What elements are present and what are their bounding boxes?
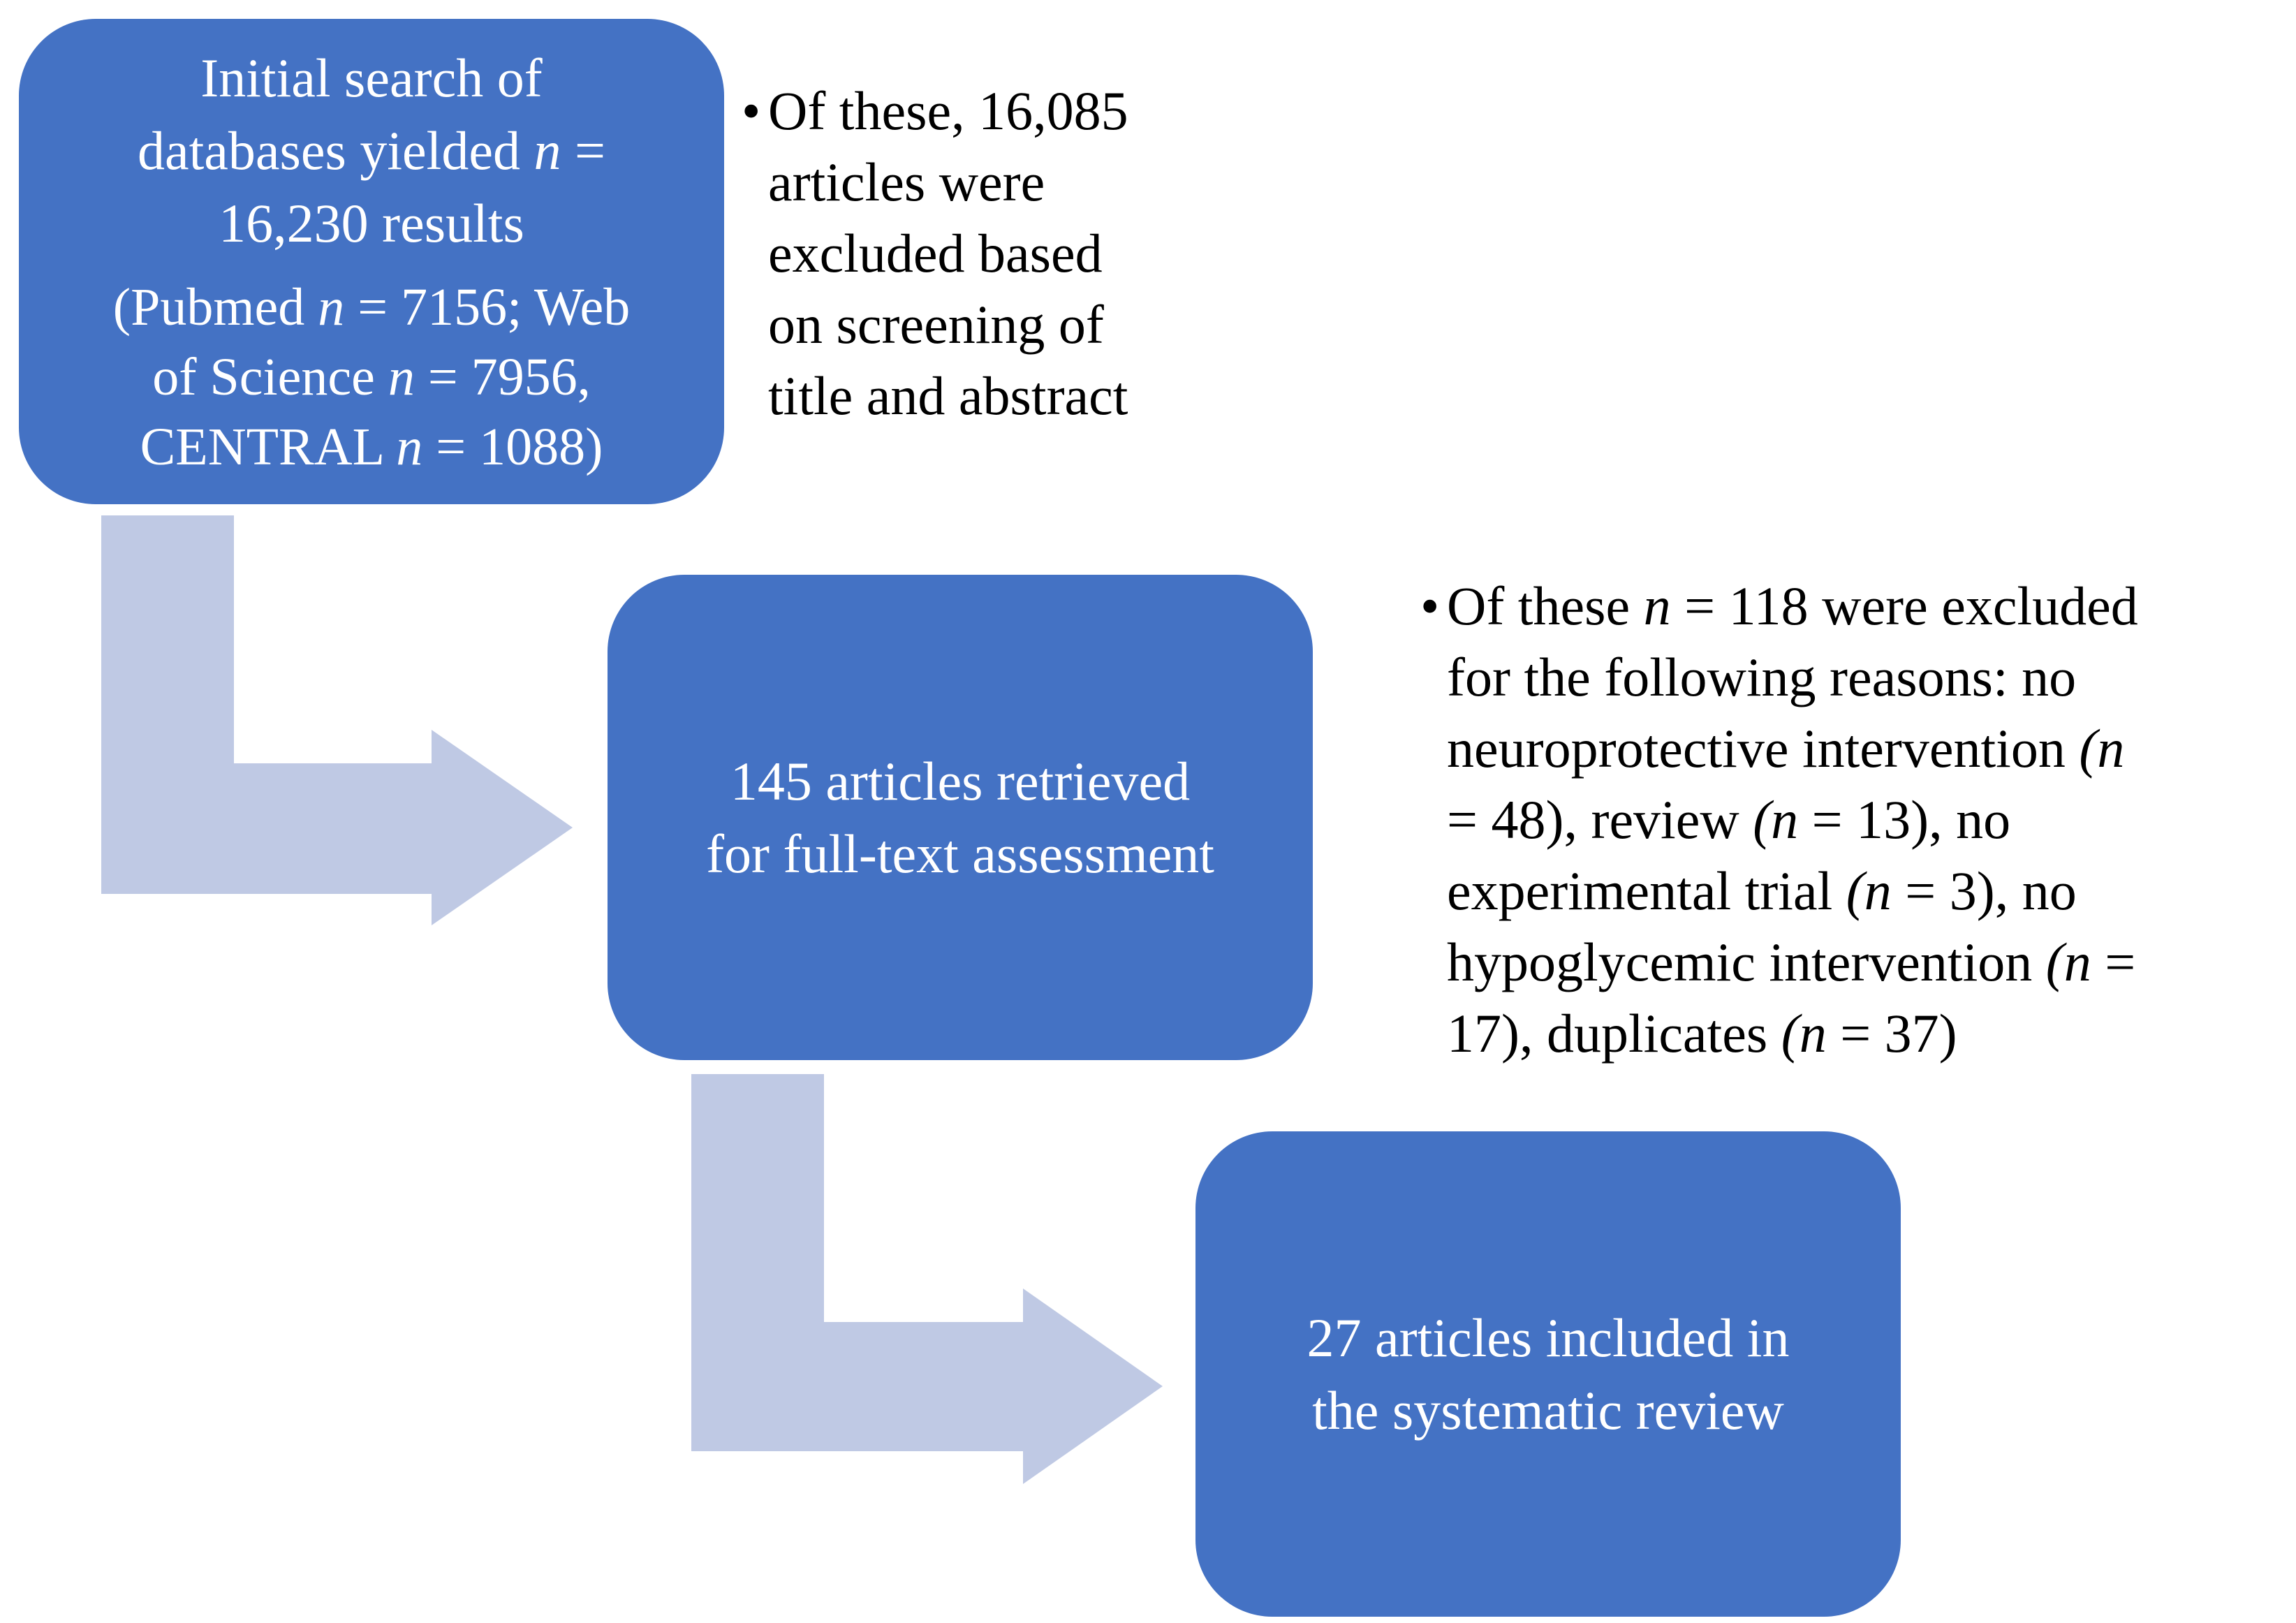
bullet: •	[742, 80, 761, 141]
included-articles-box: 27 articles included in the systematic r…	[1195, 1131, 1901, 1617]
bent-arrow-shape-1	[101, 515, 573, 925]
initial-search-summary: Initial search of databases yielded n = …	[138, 47, 605, 254]
full-text-assessment-label: 145 articles retrieved for full-text ass…	[706, 750, 1214, 884]
bent-arrow-shape-2	[691, 1074, 1163, 1484]
exclusion-note-screening: • Of these, 16,085 articles were exclude…	[742, 75, 1243, 432]
full-text-assessment-box: 145 articles retrieved for full-text ass…	[608, 575, 1313, 1060]
exclusion-note-full-text: • Of these n = 118 were excluded for the…	[1420, 571, 2278, 1069]
initial-search-box: Initial search of databases yielded n = …	[19, 19, 724, 504]
database-breakdown: (Pubmed n = 7156; Web of Science n = 795…	[112, 277, 631, 476]
included-articles-label: 27 articles included in the systematic r…	[1307, 1307, 1790, 1441]
bullet: •	[1420, 575, 1440, 636]
